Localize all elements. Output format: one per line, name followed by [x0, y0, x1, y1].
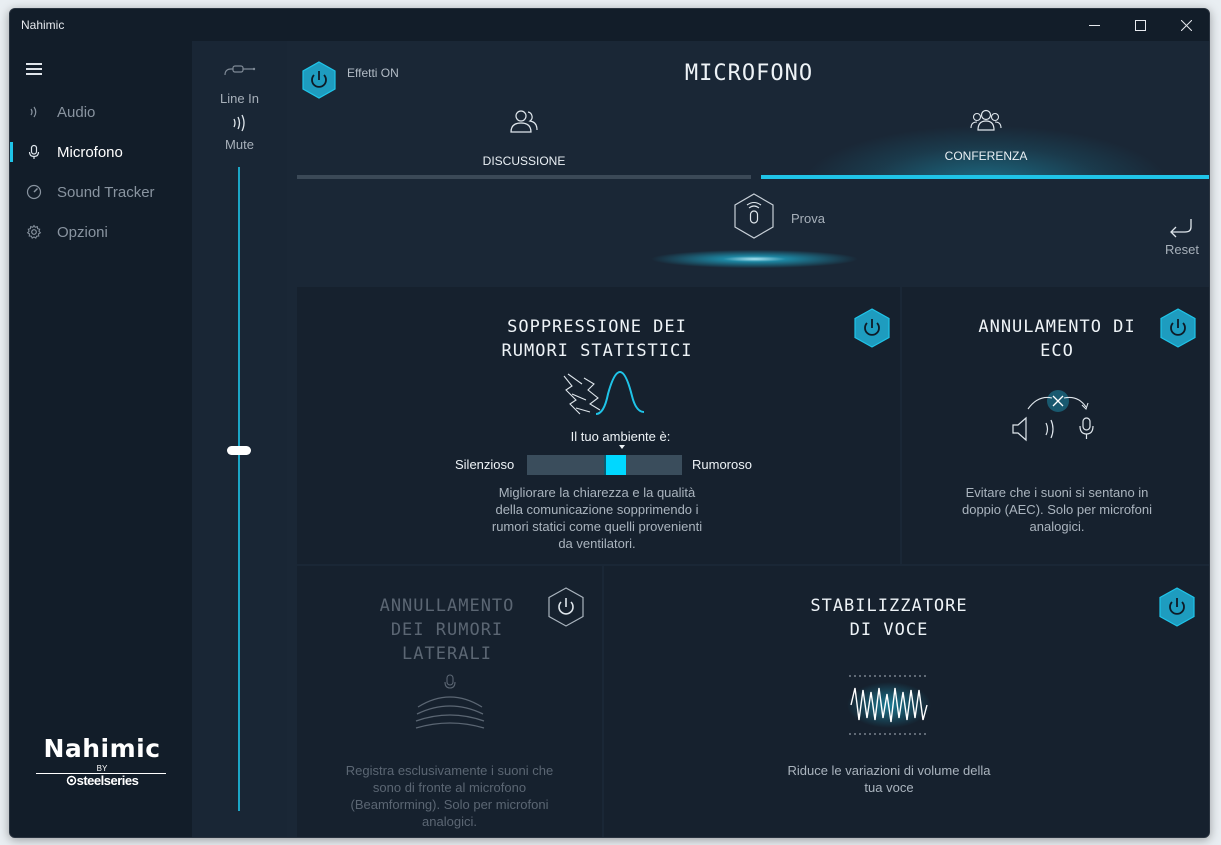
steelseries-icon: [66, 775, 76, 786]
discussion-people-icon: [510, 110, 538, 133]
noise-filter-wave-icon: [563, 370, 645, 415]
echo-cancel-panel: ANNULAMENTO DI ECO: [902, 287, 1209, 564]
sidebar-item-sound-tracker[interactable]: Sound Tracker: [10, 172, 192, 212]
panel-description: Migliorare la chiarezza e la qualità del…: [491, 485, 703, 551]
panel-title: STABILIZZATORE DI VOCE: [810, 596, 968, 640]
speaker-waves-icon: [233, 114, 245, 132]
main-content: Effetti ON MICROFONO DISCUSSIONE CONFERE…: [287, 41, 1209, 837]
echo-cancel-power-button[interactable]: [1160, 308, 1196, 348]
active-indicator: [10, 142, 13, 162]
panel-description: Registra esclusivamente i suoni che sono…: [345, 763, 554, 829]
panel-description: Riduce le variazioni di volume della tua…: [787, 763, 991, 795]
tab-underline-active: [761, 175, 1209, 179]
environment-label: Il tuo ambiente è:: [570, 429, 671, 444]
minimize-button[interactable]: [1071, 9, 1117, 41]
noisy-label: Rumoroso: [692, 457, 752, 472]
voice-stabilizer-power-button[interactable]: [1159, 587, 1195, 627]
sidebar-item-label: Opzioni: [57, 223, 108, 241]
sidebar-item-microfono[interactable]: Microfono: [10, 132, 192, 172]
panel-title: ANNULLAMENTO DEI RUMORI LATERALI: [379, 596, 515, 664]
quiet-label: Silenzioso: [455, 457, 515, 472]
mute-button[interactable]: Mute: [225, 137, 254, 152]
title-bar: Nahimic: [10, 9, 1209, 41]
line-in-label: Line In: [219, 91, 260, 106]
conference-people-icon: [970, 109, 1002, 131]
noise-suppression-panel: SOPPRESSIONE DEI RUMORI STATISTICI Il tu…: [297, 287, 900, 564]
maximize-button[interactable]: [1117, 9, 1163, 41]
side-noise-panel: ANNULLAMENTO DEI RUMORI LATERALI Registr…: [297, 566, 602, 837]
tab-label: CONFERENZA: [944, 149, 1028, 163]
sidebar-item-opzioni[interactable]: Opzioni: [10, 212, 192, 252]
panel-title: ANNULAMENTO DI ECO: [978, 317, 1136, 361]
effects-power-button[interactable]: [302, 61, 336, 99]
volume-slider-track[interactable]: [238, 167, 240, 811]
side-noise-power-button[interactable]: [548, 587, 584, 627]
sidebar-item-label: Audio: [57, 103, 96, 121]
environment-marker-icon: [619, 445, 625, 449]
steelseries-logo: steelseries: [36, 773, 168, 788]
noise-suppression-power-button[interactable]: [854, 308, 890, 348]
test-area: Prova Reset: [287, 179, 1209, 285]
reset-button[interactable]: Reset: [1165, 242, 1199, 257]
sidebar-item-audio[interactable]: Audio: [10, 92, 192, 132]
sidebar-item-label: Sound Tracker: [57, 183, 155, 201]
environment-slider-thumb[interactable]: [604, 455, 626, 475]
brand-by: BY: [96, 764, 108, 773]
microphone-icon: [28, 144, 40, 159]
app-window: Nahimic Audio Microfono: [9, 8, 1210, 838]
gear-icon: [26, 224, 42, 239]
tab-discussione[interactable]: DISCUSSIONE: [297, 105, 751, 175]
tab-label: DISCUSSIONE: [482, 154, 566, 168]
voice-stabilizer-panel: STABILIZZATORE DI VOCE: [604, 566, 1209, 837]
brand-logo: Nahimic BY steelseries: [36, 734, 168, 788]
close-button[interactable]: [1163, 9, 1209, 41]
panel-description: Evitare che i suoni si sentano in doppio…: [961, 485, 1153, 534]
nahimic-logo: Nahimic: [43, 734, 161, 763]
line-in-jack-icon: [224, 65, 256, 76]
test-level-glow: [642, 249, 867, 269]
test-microphone-button[interactable]: [734, 193, 774, 239]
tab-underline-inactive: [297, 175, 751, 179]
audio-icon: [30, 106, 37, 118]
tab-conferenza[interactable]: CONFERENZA: [761, 105, 1209, 185]
test-label: Prova: [791, 211, 825, 226]
reset-arrow-icon[interactable]: [1167, 217, 1195, 239]
page-title: MICROFONO: [684, 61, 814, 86]
sidebar: Audio Microfono Sound Tracker Opzioni: [10, 41, 192, 837]
beamforming-icon: [415, 674, 485, 729]
window-title: Nahimic: [21, 18, 65, 32]
volume-pane: Line In Mute: [192, 41, 287, 837]
volume-slider-thumb[interactable]: [227, 446, 251, 455]
panel-title: SOPPRESSIONE DEI RUMORI STATISTICI: [501, 317, 693, 361]
hamburger-menu-icon[interactable]: [26, 63, 44, 75]
effects-status-label: Effetti ON: [347, 66, 399, 80]
echo-cancel-icon: [1012, 390, 1094, 442]
sidebar-item-label: Microfono: [57, 143, 123, 161]
sound-tracker-icon: [26, 184, 42, 200]
voice-waveform-icon: [847, 675, 931, 735]
